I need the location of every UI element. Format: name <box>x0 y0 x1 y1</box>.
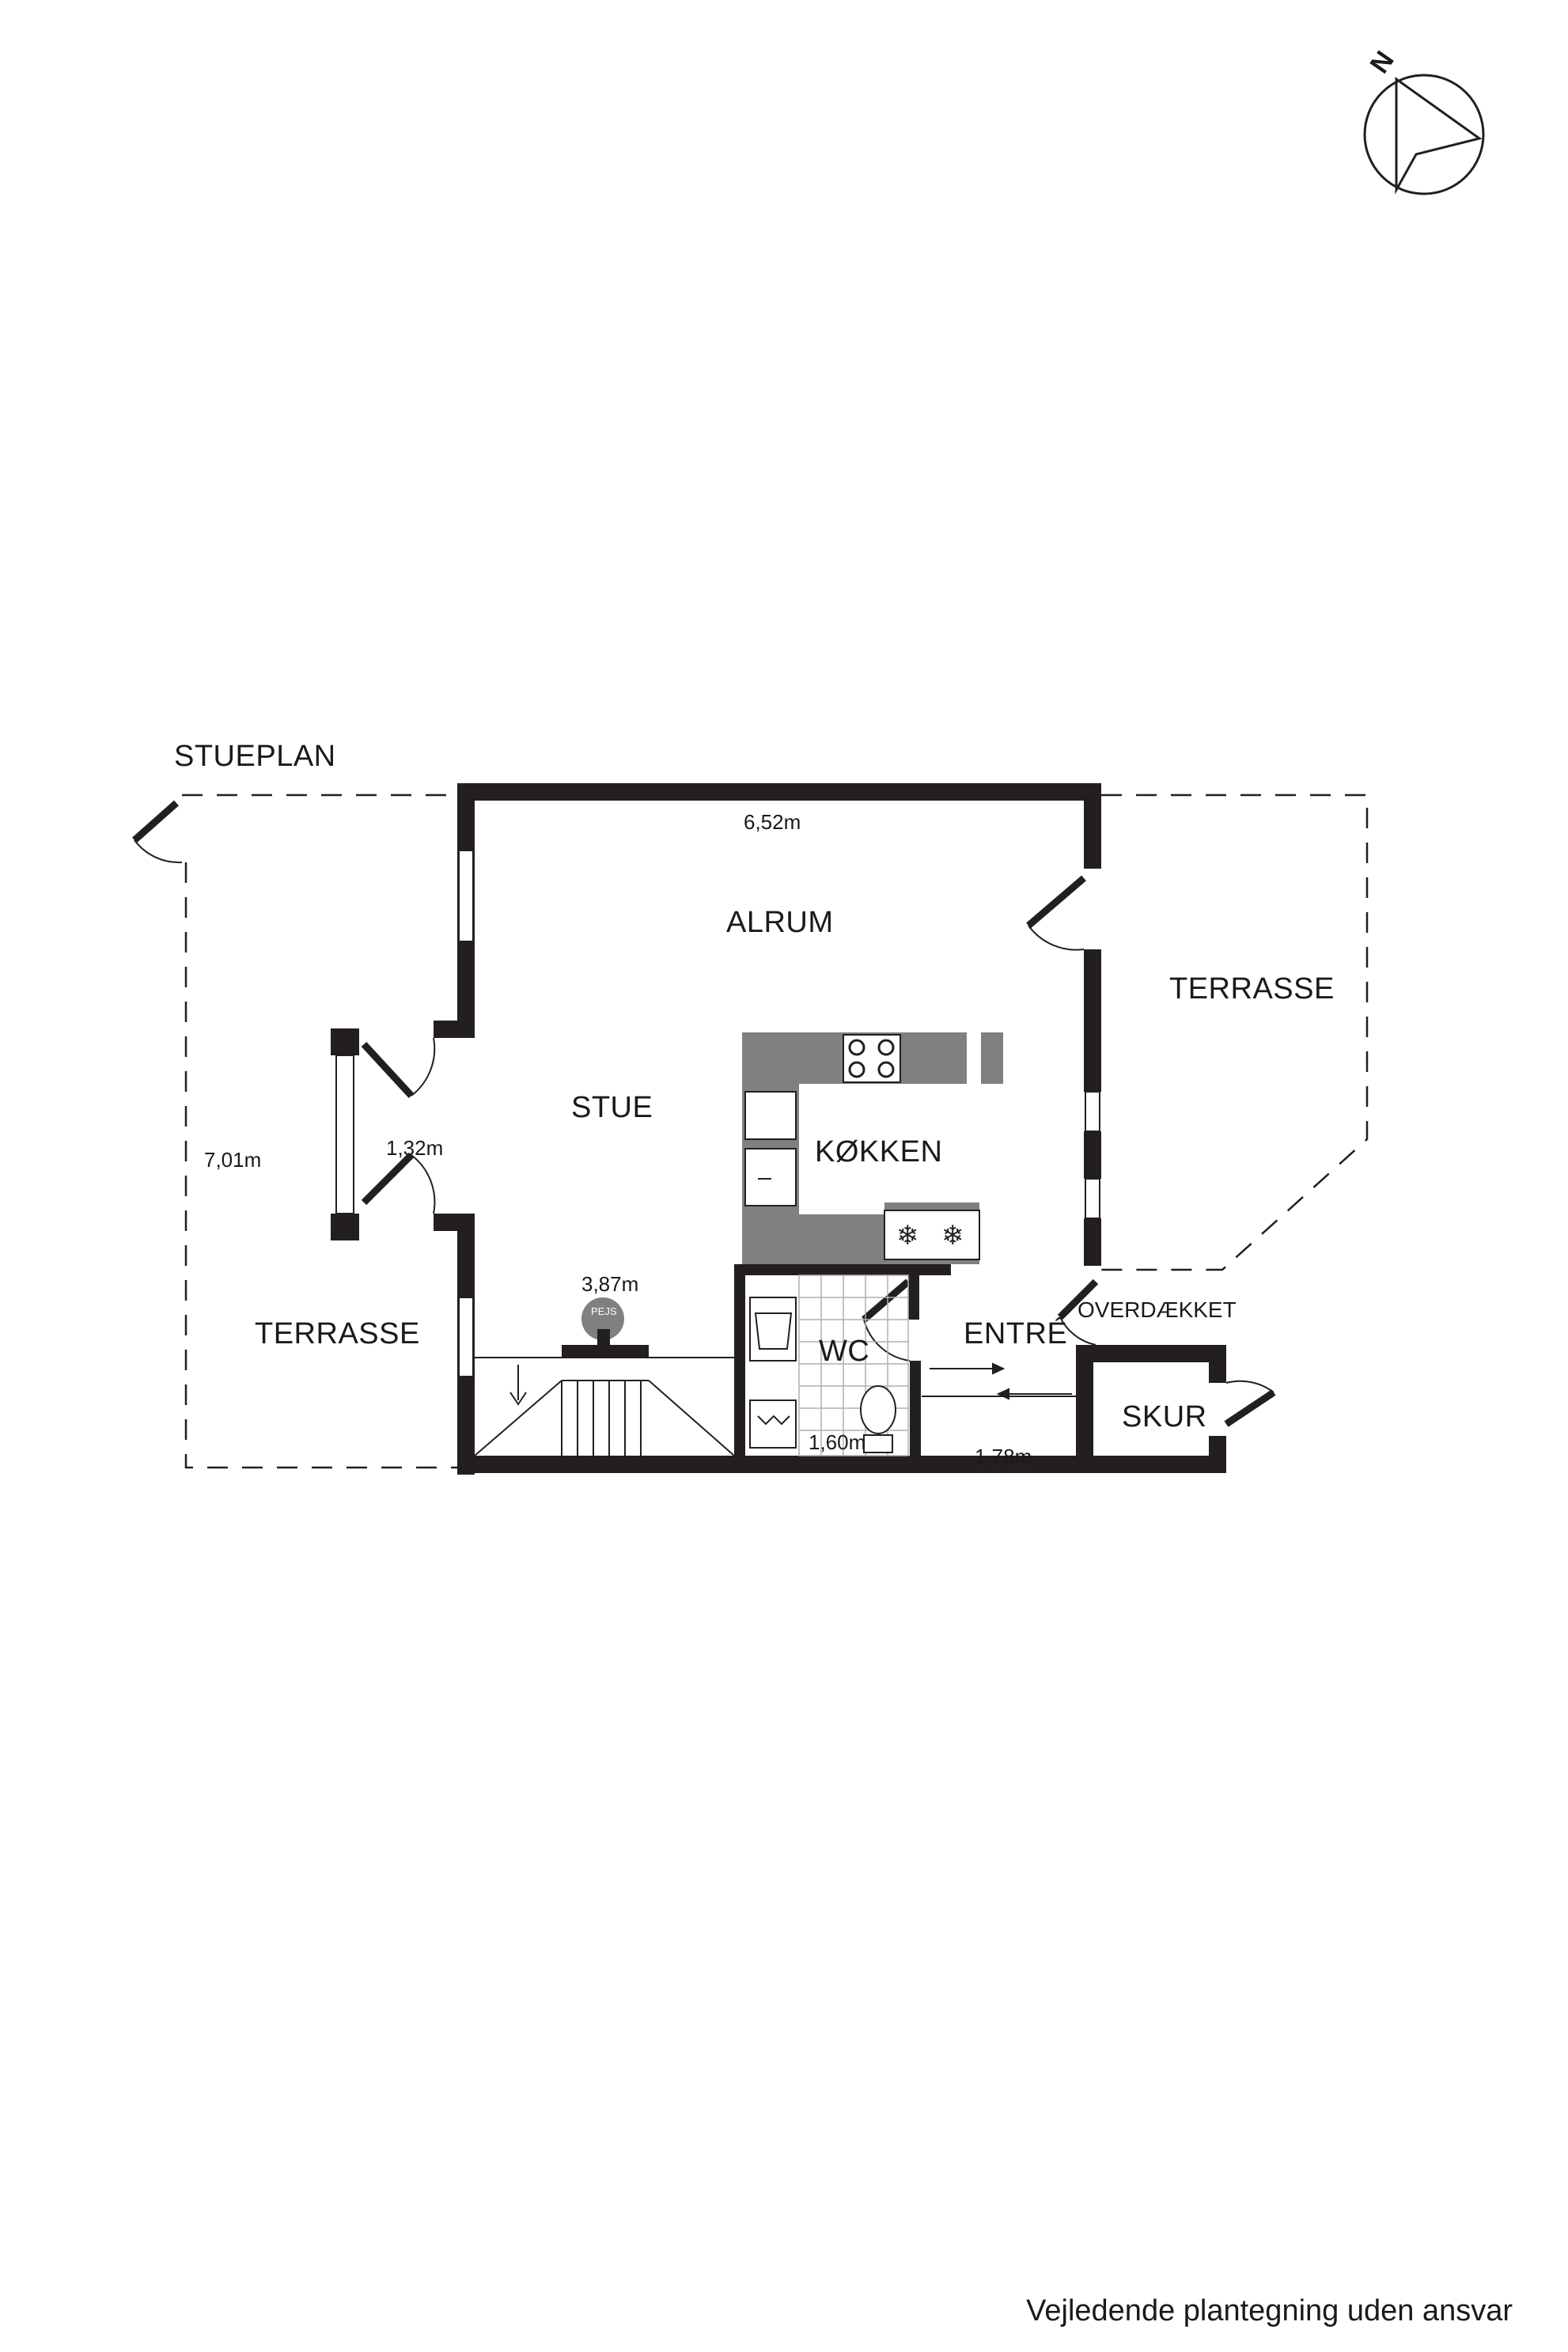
fireplace-label: PEJS <box>591 1305 617 1317</box>
stove-icon <box>843 1034 901 1083</box>
entry-arrows <box>930 1362 1072 1400</box>
dimension-wc-width: 1,60m <box>809 1430 865 1454</box>
washer-icon <box>749 1399 797 1449</box>
room-terrasse-east: TERRASSE <box>1169 972 1335 1006</box>
dimension-overall-depth: 7,01m <box>204 1148 261 1172</box>
room-skur: SKUR <box>1122 1400 1207 1434</box>
floor-title: STUEPLAN <box>174 740 336 773</box>
room-terrasse-west: TERRASSE <box>255 1317 420 1350</box>
svg-text:❄: ❄ <box>941 1221 964 1251</box>
compass-north-label: N <box>1365 46 1400 79</box>
dimension-stue-width: 3,87m <box>581 1272 638 1296</box>
sink-icon <box>744 1091 797 1206</box>
wc-tiles <box>798 1274 909 1456</box>
svg-text:❄: ❄ <box>896 1221 919 1251</box>
terrace-door <box>132 800 183 864</box>
dimension-entre-width: 1,78m <box>975 1445 1032 1468</box>
walls <box>331 783 1226 1475</box>
compass-icon: N <box>1363 46 1485 195</box>
room-stue: STUE <box>571 1091 653 1124</box>
stairs <box>474 1357 736 1456</box>
terrace-outline <box>182 793 1369 1469</box>
wc-basin-icon <box>749 1297 797 1362</box>
room-entre: ENTRÉ <box>964 1316 1067 1350</box>
fireplace-icon: PEJS <box>581 1297 624 1353</box>
room-alrum: ALRUM <box>726 906 834 939</box>
freezer-icon: ❄ ❄ <box>884 1210 980 1260</box>
disclaimer: Vejledende plantegning uden ansvar <box>1026 2294 1513 2327</box>
room-overdaekket: OVERDÆKKET <box>1078 1297 1237 1322</box>
windows <box>335 850 1100 1377</box>
dimension-bay-width: 1,32m <box>386 1136 443 1160</box>
room-kokken: KØKKEN <box>815 1135 942 1168</box>
dimension-alrum-width: 6,52m <box>744 810 801 834</box>
room-wc: WC <box>819 1335 869 1368</box>
doors <box>361 875 1276 1427</box>
toilet-icon <box>860 1385 896 1453</box>
